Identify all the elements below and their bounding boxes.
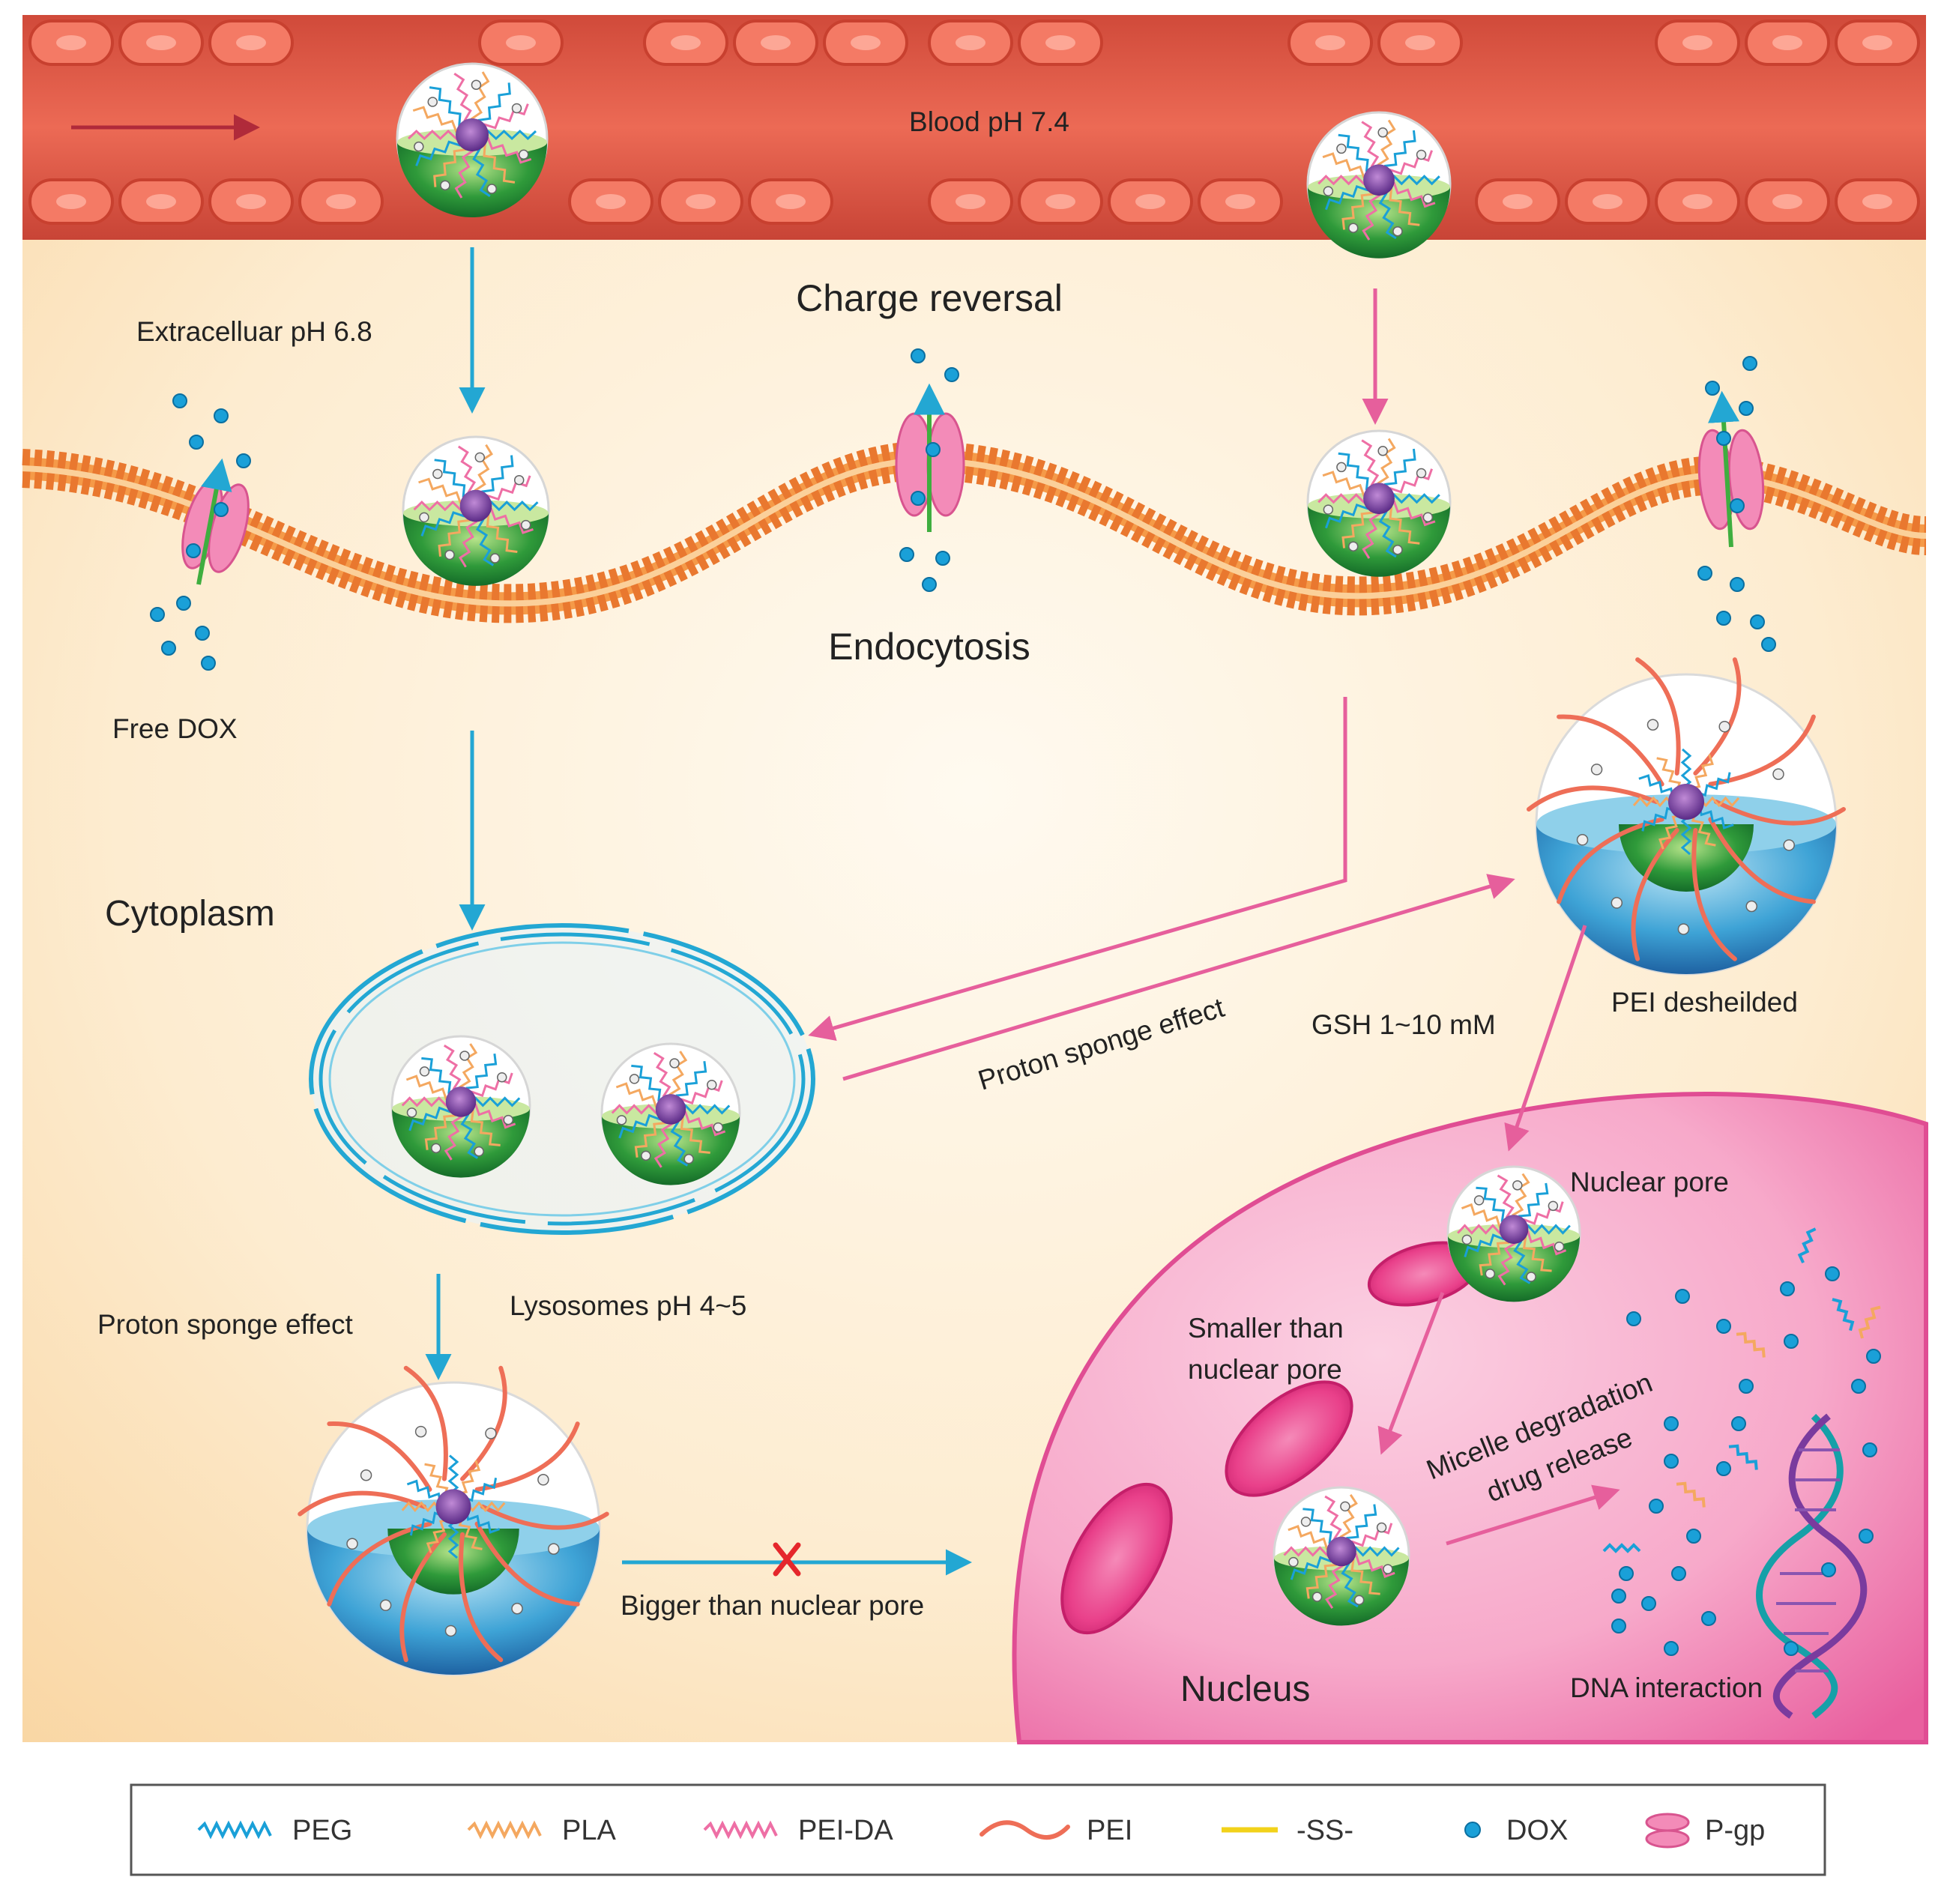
legend-label: PEI [1087, 1815, 1132, 1846]
legend-label: DOX [1506, 1815, 1568, 1846]
charge-reversal-label: Charge reversal [796, 277, 1063, 319]
free-dox-dots [150, 348, 1776, 671]
legend: PEG PLA PEI-DA PEI -SS- DOX P-gp [130, 1783, 1826, 1876]
micelle-in-nucleus [1273, 1486, 1410, 1626]
legend-label: -SS- [1297, 1815, 1353, 1846]
legend-item-pei: PEI [979, 1815, 1132, 1846]
dna-helix [1756, 1413, 1868, 1719]
endocytosis-label: Endocytosis [828, 626, 1030, 668]
lysosomes-label: Lysosomes pH 4~5 [510, 1290, 746, 1321]
smaller-than-label-line2: nuclear pore [1188, 1354, 1342, 1385]
micelle-blood-right [1306, 111, 1452, 259]
flow-arrows [425, 247, 1620, 1576]
released-polymer-fragments [1602, 1227, 1881, 1553]
legend-box [130, 1783, 1826, 1876]
lysosome [309, 923, 815, 1235]
pei-da-wave-icon [703, 1820, 778, 1840]
nucleus-label: Nucleus [1180, 1669, 1310, 1709]
pgp-transporter-middle [895, 383, 965, 532]
micelle-membrane-right [1306, 429, 1452, 577]
legend-item-p-gp: P-gp [1645, 1813, 1765, 1849]
nuclear-pores [1060, 1241, 1481, 1635]
micelle-membrane-left [402, 435, 550, 586]
released-dox-dots [1611, 1266, 1881, 1656]
pla-wave-icon [467, 1820, 542, 1840]
nucleus [1012, 1092, 1928, 1744]
dna-interaction-label: DNA interaction [1570, 1672, 1763, 1703]
legend-item-dox: DOX [1464, 1815, 1568, 1846]
legend-label: PLA [562, 1815, 616, 1846]
legend-item-ss: -SS- [1222, 1815, 1353, 1846]
micelle-lysosome-1 [390, 1035, 531, 1178]
nuclear-pore-label: Nuclear pore [1570, 1167, 1729, 1197]
extracellular-label: Extracelluar pH 6.8 [136, 316, 372, 347]
micelle-nuclear-pore [1446, 1165, 1581, 1302]
dox-dot-icon [1464, 1822, 1481, 1838]
blocked-cross-icon [773, 1542, 801, 1577]
swollen-micelle-lower-left [298, 1365, 609, 1676]
pei-curve-icon [979, 1820, 1070, 1840]
pei-deshielded-label: PEI desheilded [1611, 987, 1798, 1018]
blood-label: Blood pH 7.4 [909, 106, 1069, 137]
free-dox-label: Free DOX [112, 713, 238, 744]
legend-label: P-gp [1705, 1815, 1765, 1846]
legend-item-pei-da: PEI-DA [703, 1815, 893, 1846]
peg-wave-icon [197, 1820, 272, 1840]
smaller-than-label-line1: Smaller than [1188, 1313, 1344, 1344]
gsh-label: GSH 1~10 mM [1311, 1009, 1496, 1040]
micelle-lysosome-2 [600, 1042, 741, 1185]
proton-sponge-left-label: Proton sponge effect [97, 1309, 354, 1340]
legend-item-pla: PLA [467, 1815, 616, 1846]
cytoplasm-label: Cytoplasm [105, 894, 275, 934]
micelle-blood-left [396, 62, 549, 217]
legend-label: PEI-DA [798, 1815, 893, 1846]
pgp-icon [1645, 1813, 1690, 1849]
bigger-than-pore-label: Bigger than nuclear pore [621, 1590, 924, 1621]
swollen-micelle-upper-right [1527, 657, 1846, 976]
legend-item-peg: PEG [197, 1815, 352, 1846]
legend-label: PEG [292, 1815, 352, 1846]
